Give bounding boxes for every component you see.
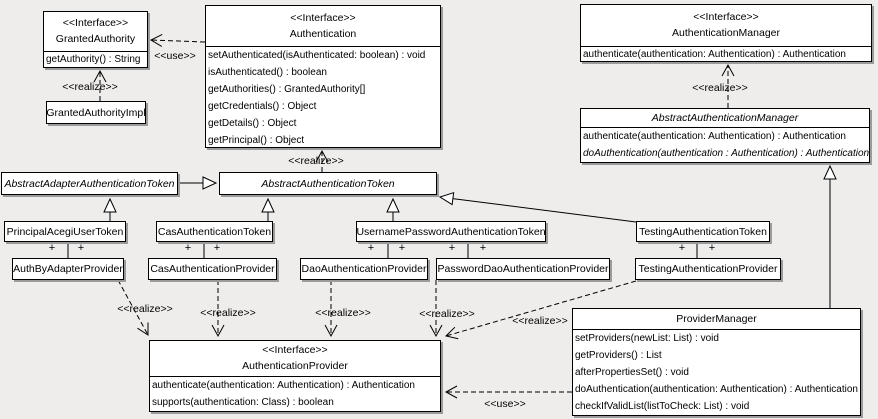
stereotype: <<Interface>> bbox=[262, 344, 328, 356]
method: setAuthenticated(isAuthenticated: boolea… bbox=[208, 50, 426, 61]
class-name: ProviderManager bbox=[676, 312, 757, 325]
method: doAuthentication(authentication : Authen… bbox=[583, 148, 869, 159]
use-label: <<use>> bbox=[484, 398, 526, 410]
class-authentication-provider[interactable]: <<Interface>> AuthenticationProvider aut… bbox=[149, 340, 441, 412]
plus-label: + bbox=[678, 242, 686, 254]
edge-use-authentication-to-granted-authority bbox=[149, 33, 206, 47]
class-name: AuthenticationManager bbox=[672, 27, 780, 39]
realize-label: <<realize>> bbox=[419, 308, 475, 320]
method: authenticate(authentication: Authenticat… bbox=[583, 131, 846, 142]
class-cas-authentication-token[interactable]: CasAuthenticationToken bbox=[156, 221, 273, 242]
realize-label: <<realize>> bbox=[692, 82, 748, 94]
method: supports(authentication: Class) : boolea… bbox=[152, 397, 334, 408]
class-username-password-authentication-token[interactable]: UsernamePasswordAuthenticationToken bbox=[356, 221, 546, 242]
method: getAuthorities() : GrantedAuthority[] bbox=[208, 84, 366, 95]
plus-label: + bbox=[398, 242, 406, 254]
method: authenticate(authentication: Authenticat… bbox=[152, 380, 415, 391]
class-name: CasAuthenticationToken bbox=[157, 225, 272, 238]
class-name: PasswordDaoAuthenticationProvider bbox=[437, 263, 609, 275]
class-name: UsernamePasswordAuthenticationToken bbox=[356, 225, 546, 238]
method: getCredentials() : Object bbox=[208, 101, 317, 112]
class-name: Authentication bbox=[289, 27, 357, 40]
class-name: PrincipalAcegiUserToken bbox=[6, 225, 124, 238]
stereotype: <<Interface>> bbox=[62, 17, 129, 29]
class-name: TestingAuthenticationToken bbox=[639, 225, 767, 238]
class-abstract-authentication-token[interactable]: AbstractAuthenticationToken bbox=[219, 172, 437, 195]
class-name: AbstractAdapterAuthenticationToken bbox=[4, 177, 175, 190]
method: isAuthenticated() : boolean bbox=[208, 67, 327, 78]
class-granted-authority-impl[interactable]: GrantedAuthorityImpl bbox=[46, 101, 146, 124]
realize-label: <<realize>> bbox=[512, 315, 568, 327]
class-name: GrantedAuthority bbox=[55, 33, 136, 45]
method: getAuthority() : String bbox=[46, 54, 141, 65]
realize-label: <<realize>> bbox=[288, 155, 344, 167]
class-abstract-authentication-manager[interactable]: AbstractAuthenticationManager authentica… bbox=[580, 108, 870, 163]
class-provider-manager[interactable]: ProviderManager setProviders(newList: Li… bbox=[572, 308, 861, 416]
class-principal-acegi-user-token[interactable]: PrincipalAcegiUserToken bbox=[4, 221, 126, 242]
realize-label: <<realize>> bbox=[62, 81, 118, 93]
stereotype: <<Interface>> bbox=[693, 11, 759, 23]
method: setProviders(newList: List) : void bbox=[575, 333, 719, 344]
plus-label: + bbox=[184, 242, 192, 254]
class-name: AbstractAuthenticationToken bbox=[261, 177, 395, 190]
method: doAuthentication(authentication: Authent… bbox=[575, 384, 858, 395]
method: getDetails() : Object bbox=[208, 118, 297, 129]
plus-label: + bbox=[479, 242, 487, 254]
class-name: GrantedAuthorityImpl bbox=[46, 106, 146, 119]
class-cas-authentication-provider[interactable]: CasAuthenticationProvider bbox=[148, 258, 277, 280]
plus-label: + bbox=[367, 242, 375, 254]
plus-label: + bbox=[213, 242, 221, 254]
class-name: AbstractAuthenticationManager bbox=[651, 111, 799, 124]
method: checkIfValidList(listToCheck: List) : vo… bbox=[575, 401, 750, 412]
class-auth-by-adapter-provider[interactable]: AuthByAdapterProvider bbox=[12, 258, 124, 280]
plus-label: + bbox=[48, 242, 56, 254]
class-authentication[interactable]: <<Interface>> Authentication setAuthenti… bbox=[205, 5, 441, 148]
method: getPrincipal() : Object bbox=[208, 135, 305, 146]
plus-label: + bbox=[77, 242, 85, 254]
edge-realize-testing-to-provider-if bbox=[444, 280, 637, 340]
plus-label: + bbox=[708, 242, 716, 254]
method: getProviders() : List bbox=[575, 350, 662, 361]
plus-label: + bbox=[448, 242, 456, 254]
realize-label: <<realize>> bbox=[315, 307, 371, 319]
method: afterPropertiesSet() : void bbox=[575, 367, 689, 378]
class-name: CasAuthenticationProvider bbox=[150, 263, 275, 275]
method: authenticate(authentication: Authenticat… bbox=[583, 49, 846, 60]
class-name: DaoAuthenticationProvider bbox=[301, 263, 427, 275]
class-dao-authentication-provider[interactable]: DaoAuthenticationProvider bbox=[300, 258, 428, 280]
realize-label: <<realize>> bbox=[200, 307, 256, 319]
use-label: <<use>> bbox=[154, 50, 196, 62]
class-testing-authentication-provider[interactable]: TestingAuthenticationProvider bbox=[635, 258, 781, 280]
realize-label: <<realize>> bbox=[117, 303, 173, 315]
edge-realize-authbyadapter-to-provider-if bbox=[117, 279, 149, 336]
class-abstract-adapter-authentication-token[interactable]: AbstractAdapterAuthenticationToken bbox=[1, 172, 178, 195]
class-name: AuthenticationProvider bbox=[242, 360, 348, 372]
edge-gen-testing-token-to-abstract-token bbox=[438, 191, 637, 223]
class-name: AuthByAdapterProvider bbox=[13, 263, 123, 275]
class-granted-authority[interactable]: <<Interface>> GrantedAuthority getAuthor… bbox=[43, 11, 148, 68]
class-password-dao-authentication-provider[interactable]: PasswordDaoAuthenticationProvider bbox=[436, 258, 610, 280]
class-testing-authentication-token[interactable]: TestingAuthenticationToken bbox=[636, 221, 770, 242]
class-authentication-manager[interactable]: <<Interface>> AuthenticationManager auth… bbox=[580, 4, 872, 62]
class-name: TestingAuthenticationProvider bbox=[638, 263, 778, 275]
stereotype: <<Interface>> bbox=[290, 11, 356, 24]
